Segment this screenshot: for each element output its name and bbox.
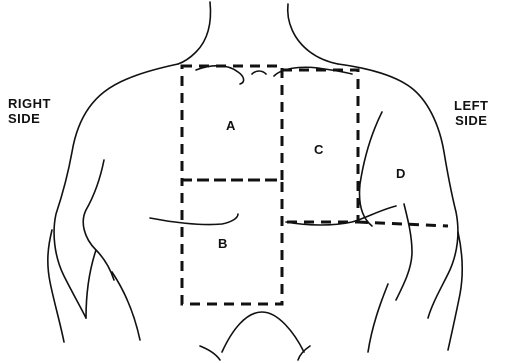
right-forearm-inner <box>86 250 96 318</box>
right-pectoral-line <box>150 214 238 225</box>
region-a-label: A <box>226 118 236 133</box>
left-armpit-line <box>360 112 383 226</box>
sternal-notch <box>252 71 266 74</box>
right-forearm <box>48 230 64 342</box>
neck-right-outline <box>288 4 338 64</box>
left-forearm <box>448 232 462 350</box>
right-lower-flank <box>112 272 140 340</box>
left-inner-arm <box>396 204 412 300</box>
region-b-border <box>182 180 282 304</box>
region-c-label: C <box>314 142 324 157</box>
right-shoulder-outline <box>54 64 178 318</box>
right-collarbone <box>196 66 244 84</box>
left-lower-flank <box>368 284 388 352</box>
abdomen-curve <box>222 312 304 352</box>
right-inner-arm <box>83 160 114 280</box>
hip-line-left <box>200 346 220 360</box>
left-shoulder-outline <box>338 64 458 318</box>
hip-line-right <box>298 346 310 360</box>
neck-left-outline <box>178 2 210 64</box>
region-b-label: B <box>218 236 227 251</box>
region-d-label: D <box>396 166 405 181</box>
